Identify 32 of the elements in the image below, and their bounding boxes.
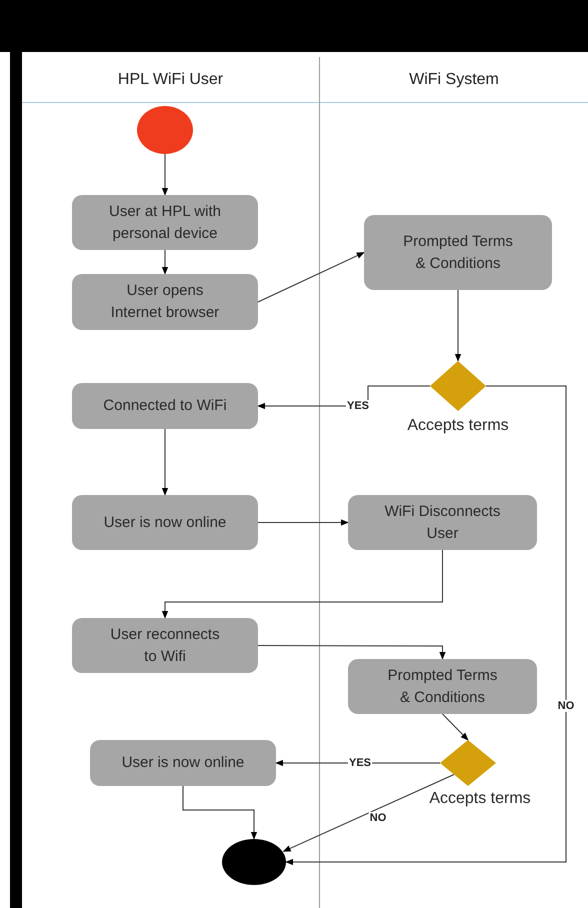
activity-box: User reconnects to Wifi — [72, 618, 258, 673]
start-node — [137, 106, 193, 154]
arrow — [258, 645, 446, 660]
arrow — [162, 250, 168, 275]
arrow — [258, 519, 349, 526]
activity-box: Prompted Terms & Conditions — [348, 659, 537, 714]
arrow — [162, 154, 168, 196]
end-node — [222, 839, 286, 885]
swimlane — [22, 57, 320, 908]
edge-label: YES — [346, 400, 370, 412]
lane-header: WiFi System — [320, 57, 588, 103]
activity-box: Prompted Terms & Conditions — [364, 215, 552, 290]
arrow — [162, 550, 443, 619]
arrow — [282, 774, 454, 852]
arrow — [162, 428, 168, 496]
activity-box: User is now online — [90, 740, 276, 786]
activity-box: User is now online — [72, 495, 258, 550]
arrow — [285, 386, 566, 866]
arrow — [454, 290, 462, 362]
decision-label: Accepts terms — [407, 417, 509, 435]
edge-label: NO — [368, 812, 388, 824]
activity-box: User at HPL with personal device — [72, 195, 258, 250]
arrow — [182, 786, 258, 840]
arrow — [442, 714, 469, 741]
lane-header: HPL WiFi User — [22, 57, 319, 103]
decision-label: Accepts terms — [429, 790, 531, 808]
edge-label: NO — [556, 700, 576, 712]
activity-box: WiFi Disconnects User — [348, 495, 537, 550]
activity-box: User opens Internet browser — [72, 274, 258, 330]
edge-label: YES — [348, 756, 372, 770]
arrow — [258, 252, 365, 302]
activity-box: Connected to WiFi — [72, 383, 258, 429]
